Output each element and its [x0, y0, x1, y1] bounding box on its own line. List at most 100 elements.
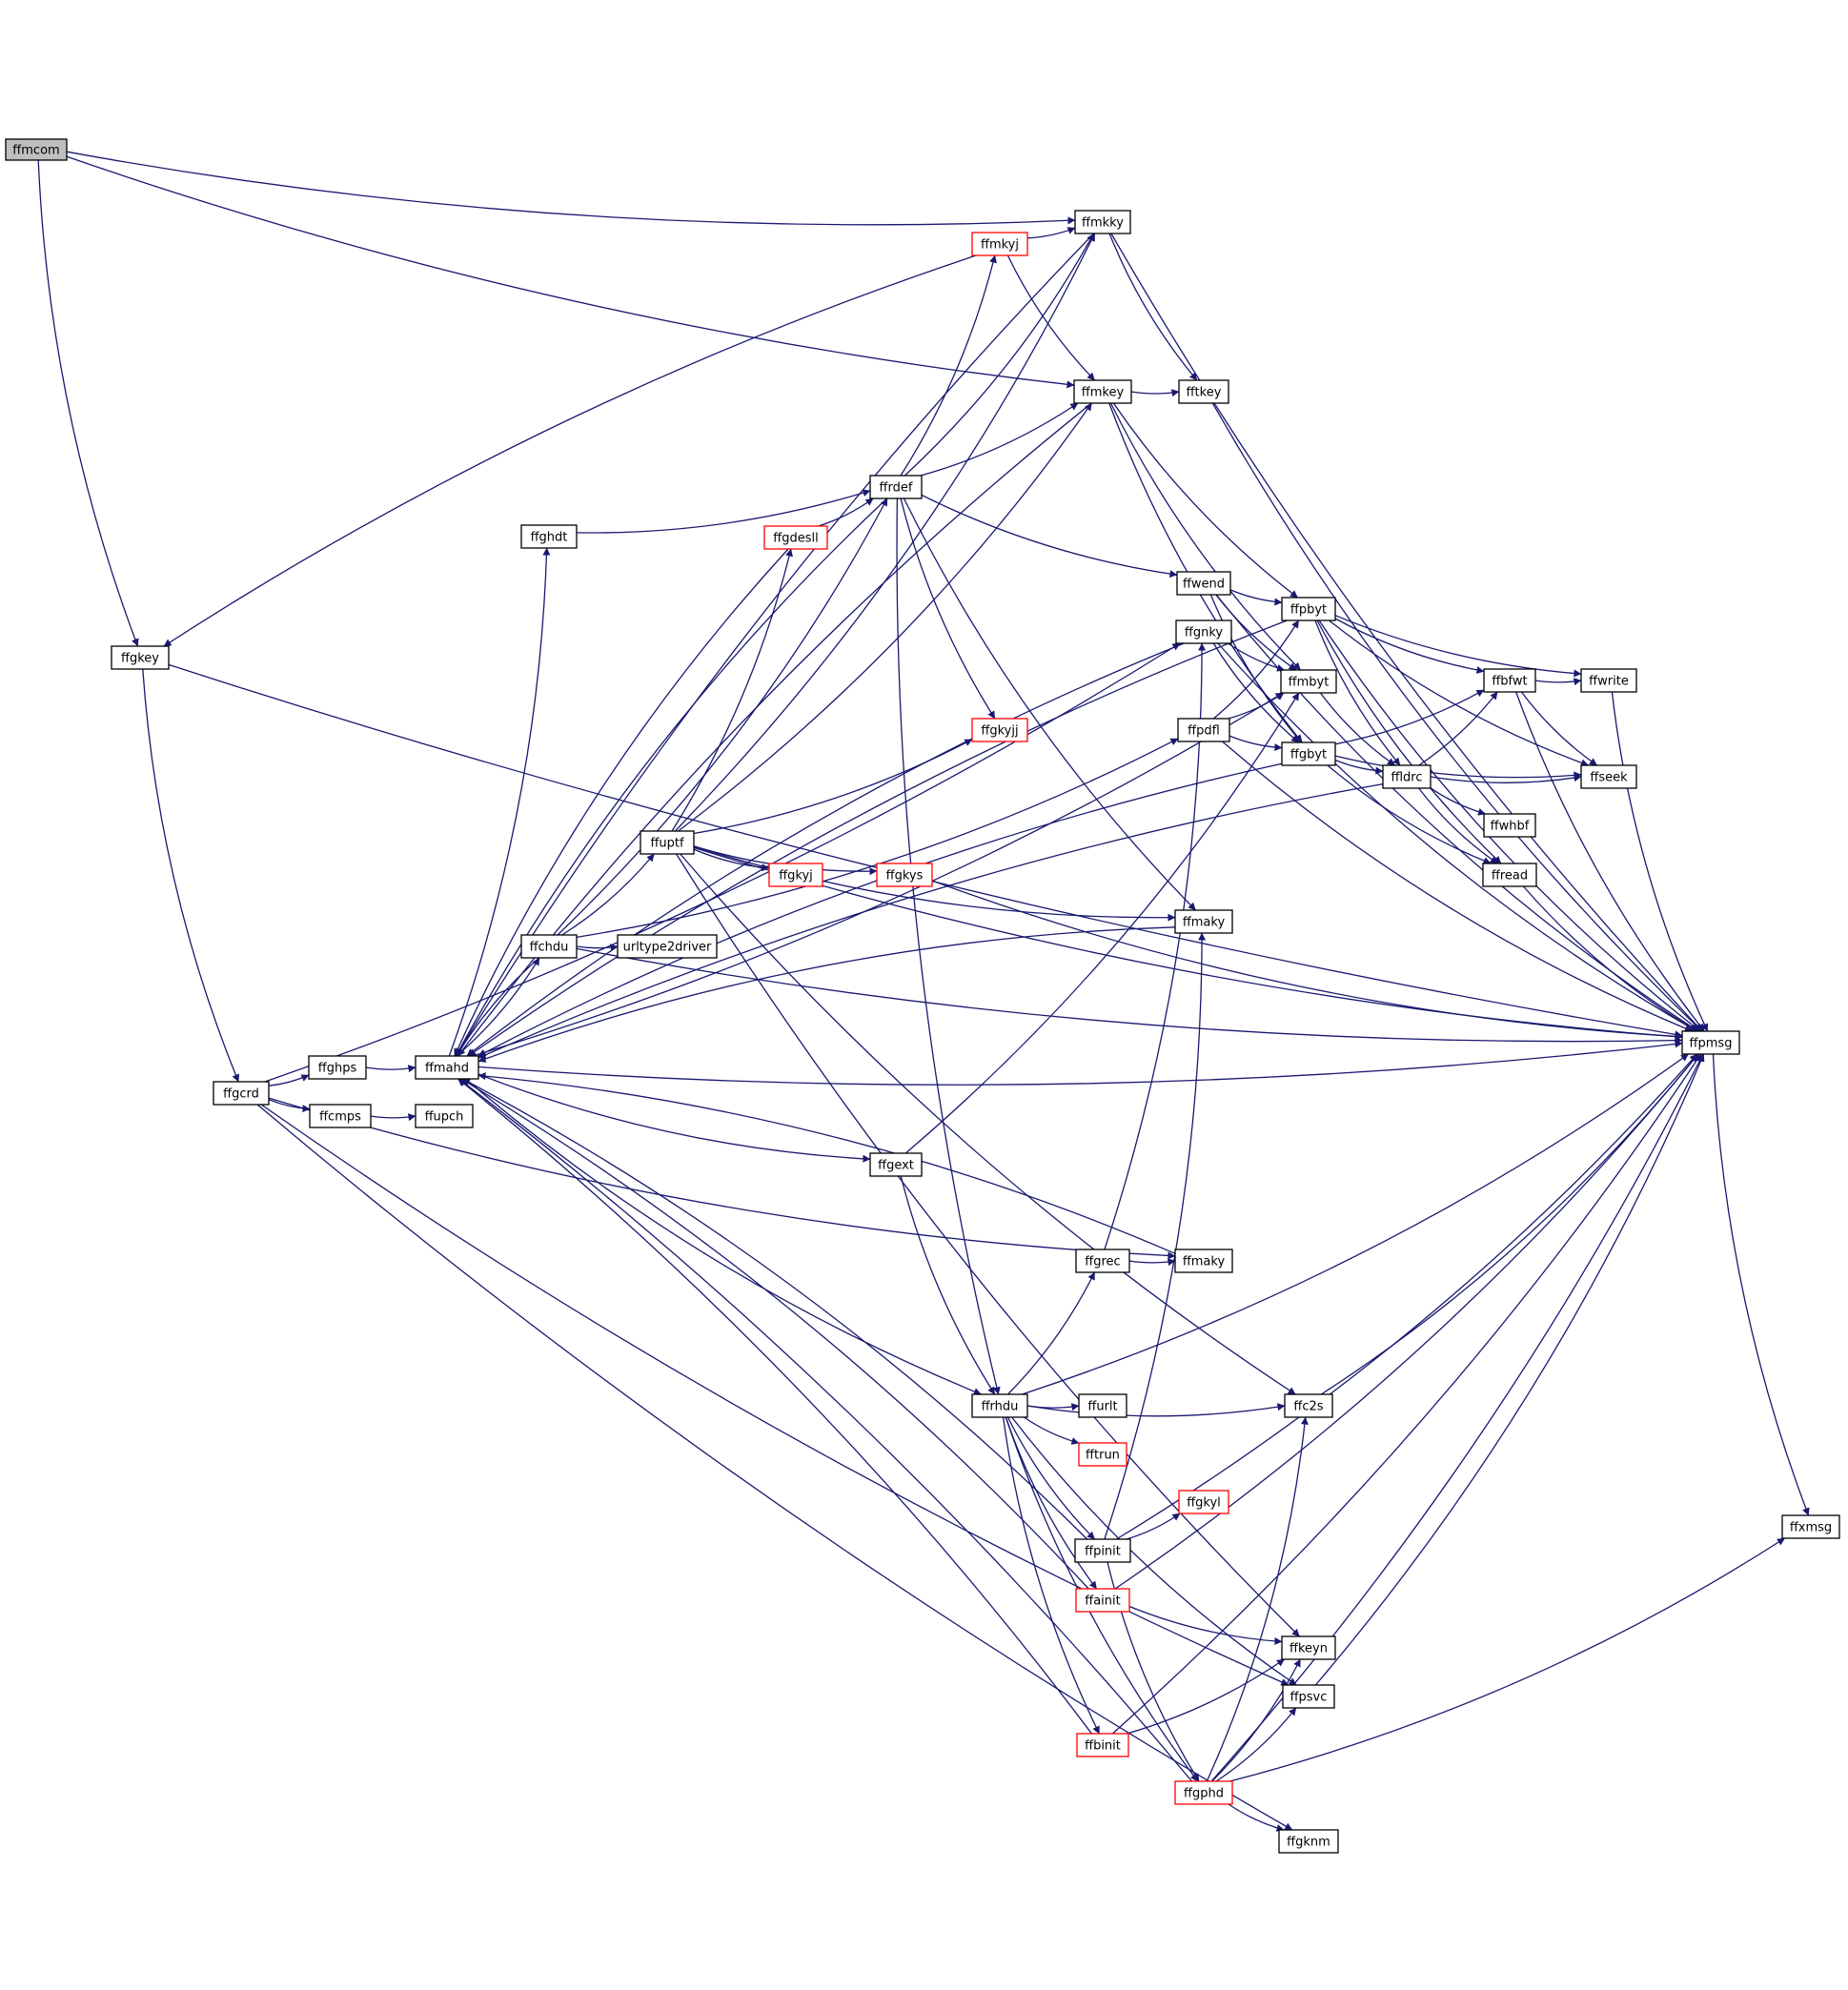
- edge-ffldrc-to-ffread: [1418, 787, 1498, 864]
- node-ffuptf[interactable]: ffuptf: [640, 830, 695, 855]
- node-ffc2s[interactable]: ffc2s: [1284, 1393, 1333, 1418]
- node-ffgknm[interactable]: ffgknm: [1278, 1829, 1339, 1854]
- node-ffseek[interactable]: ffseek: [1580, 764, 1637, 789]
- node-ffmkyj[interactable]: ffmkyj: [971, 232, 1028, 256]
- node-ffmaky2[interactable]: ffmaky: [1174, 1249, 1233, 1273]
- node-urltype2driver[interactable]: urltype2driver: [617, 934, 718, 959]
- node-ffbfwt[interactable]: ffbfwt: [1483, 668, 1536, 693]
- node-box: [1174, 909, 1233, 934]
- edge-ffpbyt-to-ffread: [1316, 619, 1502, 864]
- node-layer: ffmcom ffgkey ffgcrd ffghps ffcmps ffupch ffma…: [5, 138, 1840, 1854]
- edge-ffuptf-to-ffpmsg: [693, 846, 1683, 1041]
- node-ffpbyt[interactable]: ffpbyt: [1281, 597, 1336, 621]
- node-ffgrec[interactable]: ffgrec: [1075, 1249, 1130, 1273]
- node-ffmkey[interactable]: ffmkey: [1073, 379, 1132, 404]
- node-ffwend[interactable]: ffwend: [1176, 571, 1231, 596]
- node-box: [869, 475, 923, 499]
- node-box: [869, 1152, 923, 1177]
- node-ffurlt[interactable]: ffurlt: [1078, 1393, 1127, 1418]
- node-ffgkyl[interactable]: ffgkyl: [1178, 1490, 1229, 1514]
- node-label: ffbfwt: [1492, 675, 1527, 689]
- node-ffgkey[interactable]: ffgkey: [111, 645, 170, 670]
- node-label: ffurlt: [1087, 1400, 1117, 1414]
- edge-ffrdef-to-ffmkey: [920, 402, 1079, 477]
- node-label: ffpdfl: [1188, 724, 1220, 739]
- node-box: [768, 863, 823, 887]
- node-ffupch[interactable]: ffupch: [415, 1104, 474, 1128]
- edge-ffmahd-to-ffgext: [477, 1073, 871, 1163]
- node-box: [763, 525, 828, 550]
- node-label: ffcmps: [319, 1110, 361, 1125]
- node-ffmaky1[interactable]: ffmaky: [1174, 909, 1233, 934]
- edge-ffuptf-to-ffmkky: [674, 233, 1096, 832]
- node-ffxmsg[interactable]: ffxmsg: [1781, 1514, 1840, 1539]
- node-box: [1483, 813, 1536, 838]
- node-ffread[interactable]: ffread: [1482, 863, 1537, 887]
- edge-ffpbyt-to-ffmahd: [468, 619, 1288, 1057]
- edge-ffcmps-to-ffupch: [370, 1113, 416, 1122]
- edge-ffchdu-to-ffmahd: [456, 957, 540, 1057]
- edge-ffgcrd-to-ffpsvc: [260, 1104, 1290, 1686]
- edge-ffgphd-to-ffpsvc: [1215, 1707, 1297, 1782]
- edge-ffmkey-to-ffmbyt: [1109, 402, 1301, 671]
- node-box: [1580, 764, 1637, 789]
- node-box: [520, 524, 578, 549]
- edge-ffbfwt-to-ffwrite: [1534, 678, 1582, 686]
- node-box: [415, 1104, 474, 1128]
- node-ffbinit[interactable]: ffbinit: [1076, 1733, 1129, 1757]
- node-ffmbyt[interactable]: ffmbyt: [1280, 669, 1337, 694]
- node-ffgphd[interactable]: ffgphd: [1174, 1780, 1233, 1805]
- node-ffgcrd[interactable]: ffgcrd: [213, 1081, 270, 1106]
- edge-ffgext-to-ffrhdu: [900, 1175, 996, 1395]
- node-ffcmps[interactable]: ffcmps: [309, 1104, 372, 1128]
- node-box: [1681, 1030, 1740, 1055]
- edge-ffpbyt-to-ffseek: [1329, 619, 1589, 767]
- edge-ffmahd-to-ffpmsg: [477, 1040, 1683, 1086]
- node-ffmkky[interactable]: ffmkky: [1074, 210, 1131, 234]
- edge-ffgext-to-ffmbyt: [904, 692, 1300, 1154]
- edge-ffmaky2-to-ffmahd: [477, 1072, 1176, 1254]
- node-label: ffmkky: [1082, 216, 1124, 231]
- node-ffgbyt[interactable]: ffgbyt: [1281, 741, 1336, 766]
- node-ffgdesll[interactable]: ffgdesll: [763, 525, 828, 550]
- node-label: ffghps: [318, 1062, 357, 1076]
- node-ffrdef[interactable]: ffrdef: [869, 475, 923, 499]
- node-ffrhdu[interactable]: ffrhdu: [971, 1393, 1028, 1418]
- node-ffainit[interactable]: ffainit: [1075, 1588, 1130, 1613]
- node-fftrun[interactable]: fftrun: [1078, 1442, 1127, 1467]
- node-box: [971, 718, 1028, 742]
- node-ffghdt[interactable]: ffghdt: [520, 524, 578, 549]
- edge-ffpdfl-to-ffmbyt: [1228, 692, 1285, 720]
- edge-ffainit-to-ffpmsg: [1114, 1053, 1699, 1590]
- node-ffpdfl[interactable]: ffpdfl: [1177, 718, 1230, 742]
- edge-ffchdu-to-ffpdfl: [576, 738, 1179, 939]
- node-ffchdu[interactable]: ffchdu: [520, 934, 578, 959]
- node-ffwhbf[interactable]: ffwhbf: [1483, 813, 1536, 838]
- node-ffpinit[interactable]: ffpinit: [1074, 1538, 1131, 1563]
- node-ffpsvc[interactable]: ffpsvc: [1282, 1684, 1335, 1709]
- node-ffgnky[interactable]: ffgnky: [1175, 619, 1232, 644]
- node-label: ffmkyj: [981, 238, 1019, 253]
- edge-ffpmsg-to-ffxmsg: [1712, 1053, 1810, 1516]
- node-ffgkyjj[interactable]: ffgkyjj: [971, 718, 1028, 742]
- node-ffkeyn[interactable]: ffkeyn: [1281, 1635, 1336, 1660]
- edge-ffgnky-to-ffpmsg: [1217, 642, 1697, 1032]
- node-ffmcom[interactable]: ffmcom: [5, 138, 68, 161]
- edge-ffgbyt-to-ffread: [1327, 764, 1492, 864]
- edge-ffpinit-to-ffpmsg: [1116, 1053, 1698, 1540]
- node-ffpmsg[interactable]: ffpmsg: [1681, 1030, 1740, 1055]
- edge-ffwend-to-ffpmsg: [1215, 594, 1699, 1032]
- node-ffghps[interactable]: ffghps: [308, 1055, 367, 1080]
- edge-ffchdu-to-urltype2driver: [576, 944, 619, 952]
- node-ffgext[interactable]: ffgext: [869, 1152, 923, 1177]
- node-box: [971, 1393, 1028, 1418]
- node-fftkey[interactable]: fftkey: [1178, 379, 1229, 404]
- node-ffgkyj[interactable]: ffgkyj: [768, 863, 823, 887]
- node-ffgkys[interactable]: ffgkys: [876, 863, 933, 887]
- node-box: [1075, 1249, 1130, 1273]
- node-ffwrite[interactable]: ffwrite: [1580, 668, 1637, 693]
- node-ffmahd[interactable]: ffmahd: [415, 1055, 479, 1080]
- node-label: ffgknm: [1287, 1836, 1330, 1850]
- node-ffldrc[interactable]: ffldrc: [1382, 764, 1432, 789]
